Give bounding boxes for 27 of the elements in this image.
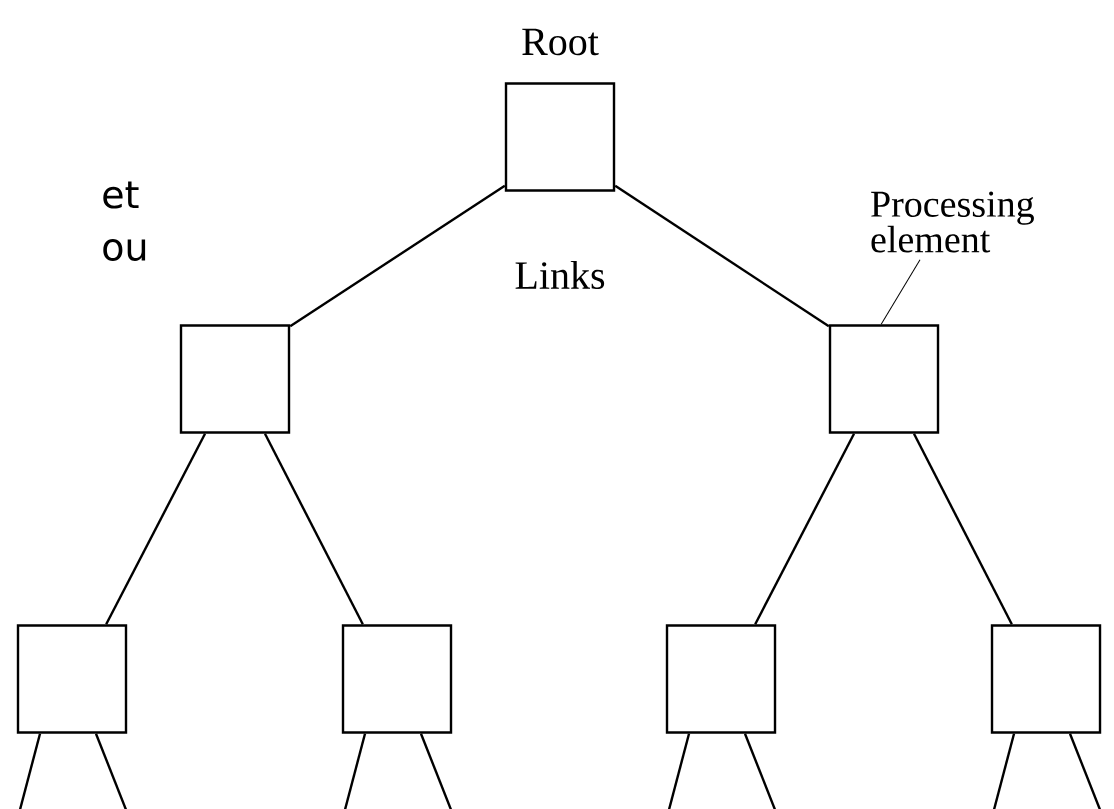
- tree-node-box: [179, 324, 291, 434]
- tree-node-box: [341, 624, 453, 734]
- connector-line: [105, 433, 207, 625]
- tree-node-box: [665, 624, 777, 734]
- connector-line: [754, 433, 856, 625]
- branch-line: [992, 733, 1016, 809]
- node-label: Processing element: [871, 191, 1034, 253]
- annotation-text: Links: [515, 260, 605, 290]
- tree-node-box: [828, 324, 940, 434]
- connector-line: [289, 184, 506, 328]
- branch-line: [94, 733, 128, 809]
- leader-line: [880, 259, 921, 325]
- branch-line: [743, 733, 777, 809]
- text-fragment: ou: [103, 239, 146, 261]
- branch-line: [667, 733, 691, 809]
- branch-line: [419, 733, 453, 809]
- node-label: Root: [522, 28, 599, 56]
- connector-line: [263, 433, 364, 625]
- branch-line: [18, 733, 42, 809]
- text-fragment: et: [103, 181, 139, 209]
- tree-node-box: [16, 624, 128, 734]
- connector-line: [912, 433, 1013, 625]
- branch-line: [1068, 733, 1102, 809]
- connector-line: [614, 184, 830, 328]
- tree-node-box: Root: [504, 28, 616, 192]
- tree-node-box: [990, 624, 1102, 734]
- branch-line: [343, 733, 367, 809]
